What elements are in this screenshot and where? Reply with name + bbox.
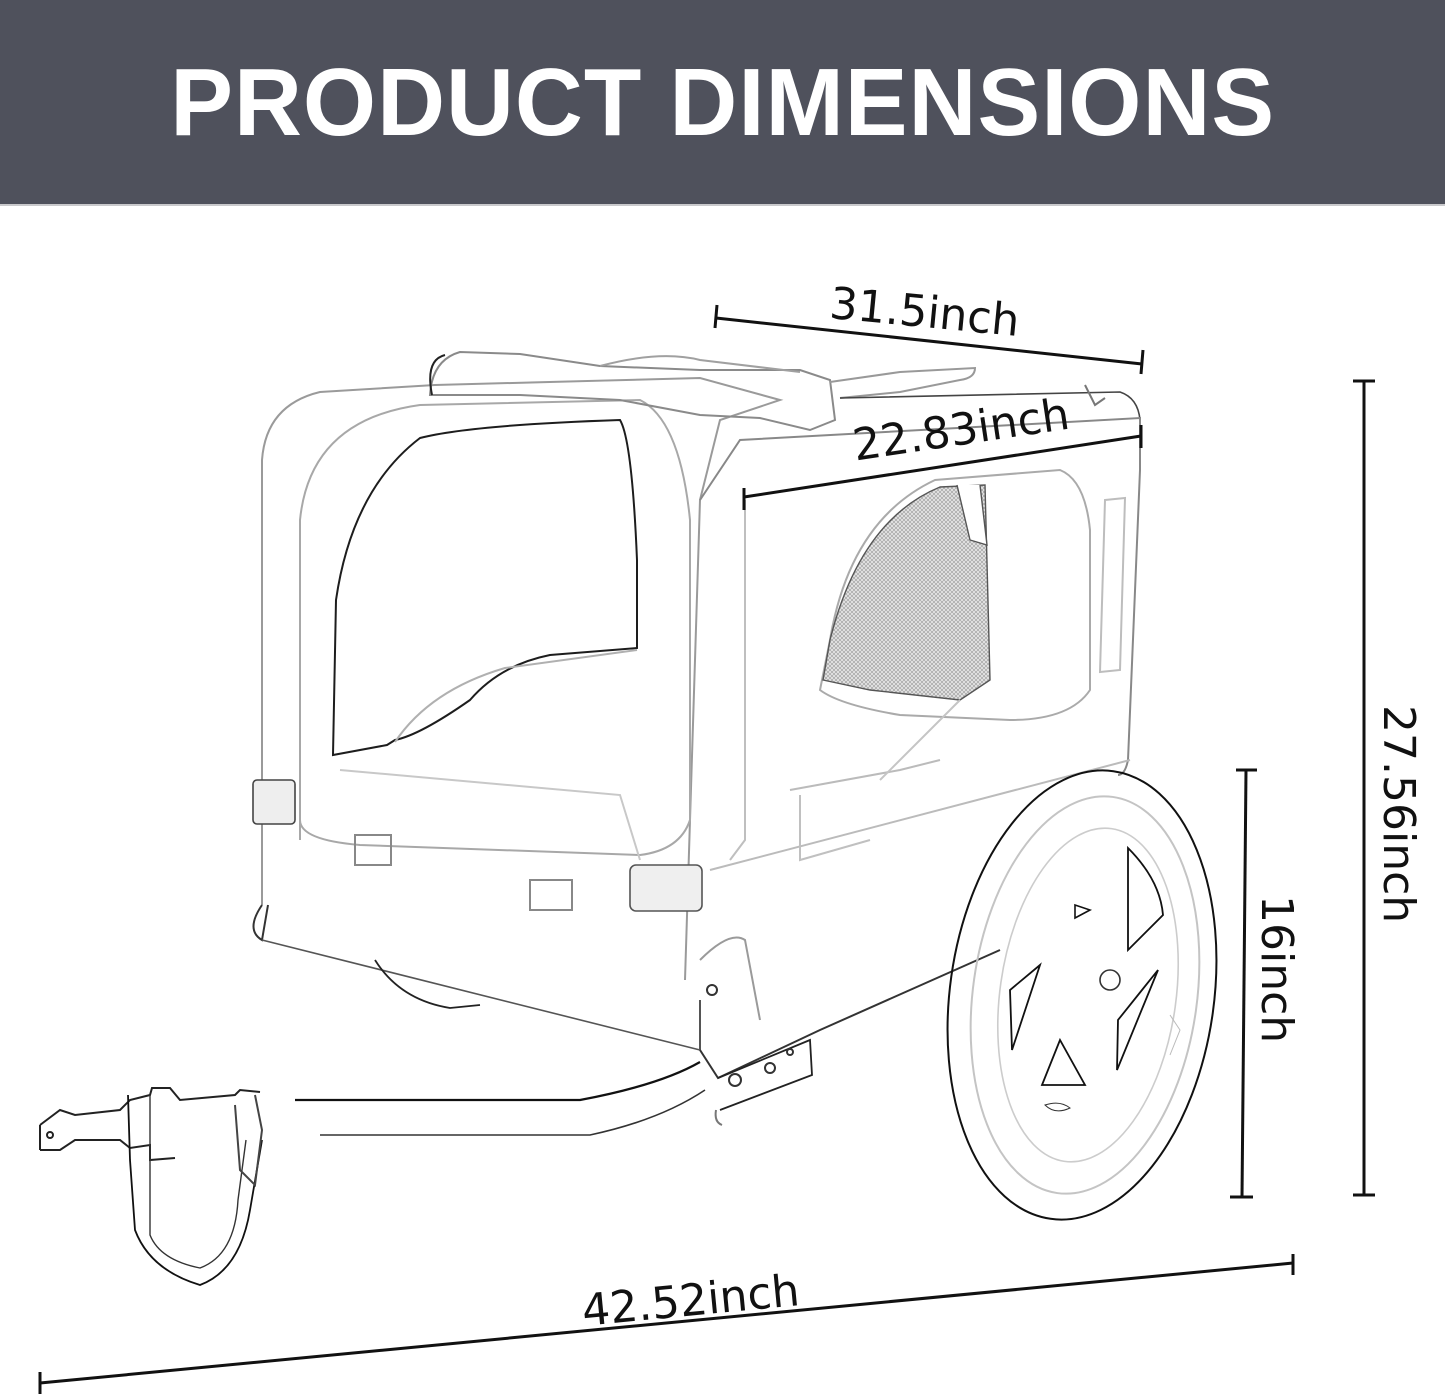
wheel xyxy=(946,769,1218,1221)
header-divider xyxy=(0,204,1445,206)
page-title: PRODUCT DIMENSIONS xyxy=(170,49,1275,156)
dim-line-top-length xyxy=(715,316,1143,366)
dimension-lines xyxy=(38,304,1375,1394)
label-wheel-diameter: 16inch xyxy=(1251,895,1302,1044)
dim-line-wheel xyxy=(1240,769,1248,1198)
dim-line-top-width xyxy=(743,434,1142,499)
header-banner: PRODUCT DIMENSIONS xyxy=(0,0,1445,204)
dim-line-total-length xyxy=(39,1261,1294,1385)
label-total-height: 27.56inch xyxy=(1373,705,1424,924)
trailer-body xyxy=(252,350,1141,1051)
tow-bar xyxy=(39,936,1001,1286)
